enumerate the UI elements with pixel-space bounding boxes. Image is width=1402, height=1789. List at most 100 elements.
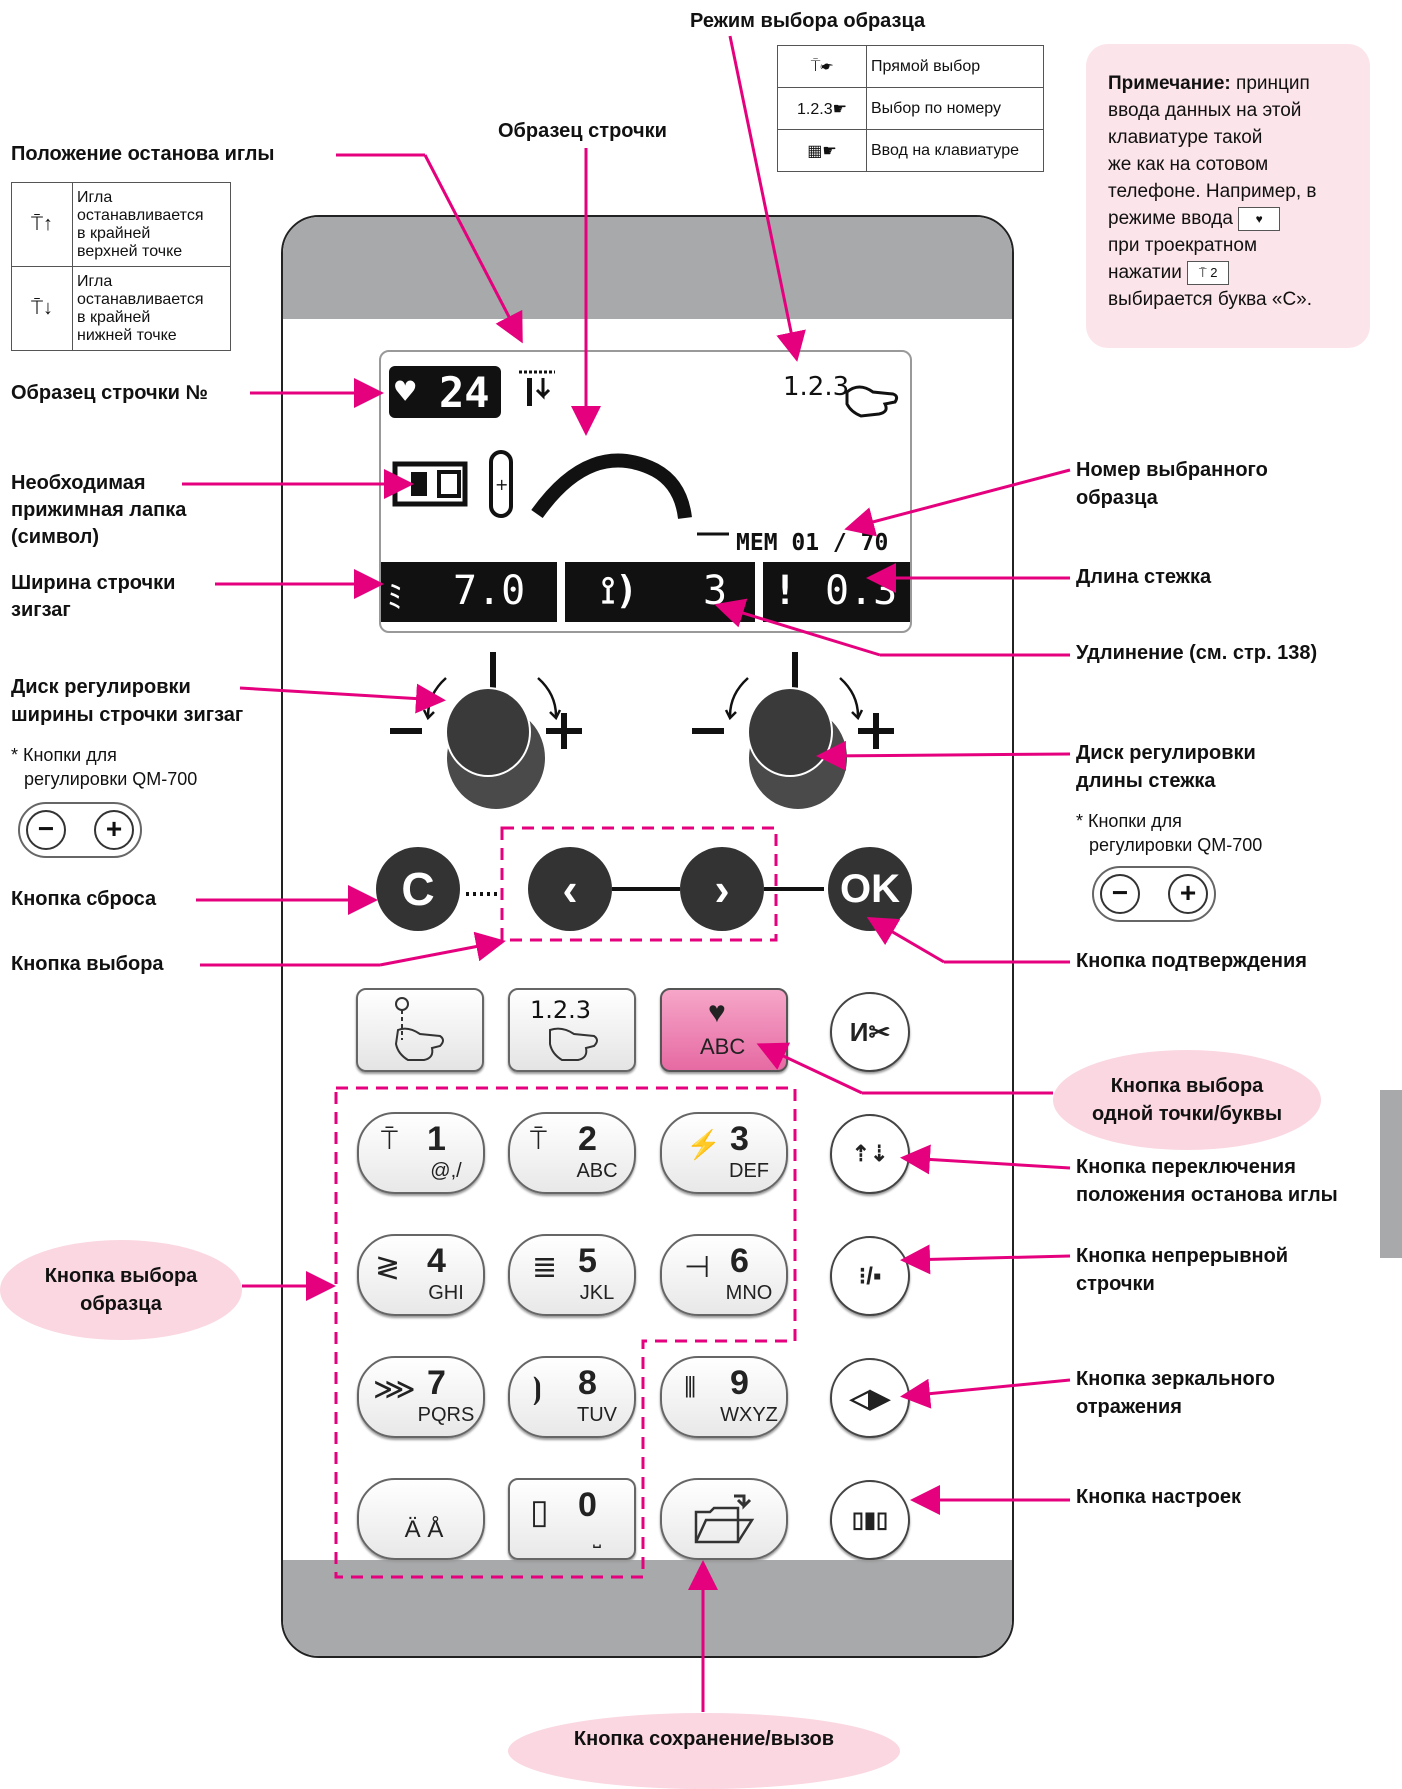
key-4-number: 4 [427, 1242, 446, 1280]
direct-select-button[interactable] [356, 988, 484, 1072]
note-line-0: принцип [1236, 73, 1310, 94]
note-line-7: нажатии [1108, 262, 1182, 283]
panel-top-band [283, 217, 1012, 319]
note-title: Примечание: [1108, 73, 1231, 94]
key-umlaut[interactable]: Ä Å [357, 1478, 485, 1560]
plus-button[interactable]: + [1168, 874, 1208, 914]
pattern-select-line-2: образца [80, 1293, 162, 1315]
qm-buttons-right: − + [1092, 866, 1216, 922]
plus-button[interactable]: + [94, 810, 134, 850]
key-3-letters: DEF [729, 1160, 769, 1182]
key-0[interactable]: ▯0⎵ [508, 1478, 636, 1560]
key-1-number: 1 [427, 1120, 446, 1158]
key-9-letters: WXYZ [720, 1404, 778, 1426]
key-0-number: 0 [578, 1486, 597, 1524]
key-6-icon: ⊣ [684, 1251, 711, 1284]
pattern-number: 24 [439, 368, 490, 417]
key-2-icon: ⍑ [530, 1124, 547, 1155]
mirror-label-1: Кнопка зеркального [1076, 1368, 1276, 1390]
qm-note-left-1: * Кнопки для [11, 745, 117, 765]
single-letter-line-1: Кнопка выбора [1110, 1075, 1264, 1097]
width-bar: ﾐ 7.0 [381, 562, 557, 622]
key-7-number: 7 [427, 1364, 446, 1402]
number-select-label: 1.2.3 [530, 996, 592, 1024]
single-letter-line-2: одной точки/буквы [1091, 1103, 1283, 1125]
width-value: 7.0 [453, 568, 526, 614]
continuous-label-2: строчки [1076, 1273, 1155, 1295]
key-8-letters: TUV [577, 1404, 617, 1426]
key-4-letters: GHI [428, 1282, 464, 1304]
keypad-mode-icon: ▦☛ [807, 142, 837, 160]
single-letter-bubble: Кнопка выбора одной точки/буквы [1053, 1050, 1321, 1150]
qm-buttons-left: − + [18, 802, 142, 858]
clear-button-label: Кнопка сброса [11, 888, 157, 910]
minus-button[interactable]: − [26, 810, 66, 850]
note-line-8: выбирается буква «С». [1108, 289, 1313, 310]
width-dial[interactable] [388, 648, 588, 823]
note-line-1: ввода данных на этой [1108, 100, 1302, 121]
save-recall-button[interactable] [660, 1478, 788, 1560]
needle-down-line-3: в крайней [77, 308, 151, 326]
continuous-label-1: Кнопка непрерывной [1076, 1245, 1289, 1267]
settings-button[interactable]: ▯▮▯ [830, 1480, 910, 1560]
next-button[interactable]: › [680, 847, 764, 931]
presser-foot-label-2: прижимная лапка [11, 499, 187, 521]
direct-select-icon [394, 997, 444, 1061]
settings-label: Кнопка настроек [1076, 1486, 1241, 1508]
needle-switch-label-1: Кнопка переключения [1076, 1156, 1296, 1178]
needle-up-line-4: верхней точке [77, 242, 183, 260]
folder-icon [694, 1494, 755, 1544]
continuous-stitch-button[interactable]: ⁝/▪ [830, 1236, 910, 1316]
chevron-left-icon: ‹ [562, 863, 578, 915]
key-umlaut-letters: Ä Å [404, 1516, 444, 1543]
note-line-3: же как на сотовом [1108, 154, 1269, 175]
needle-down-line-4: нижней точке [77, 326, 177, 344]
zigzag-width-label-2: зигзаг [11, 599, 71, 621]
stitch-length-label: Длина стежка [1076, 566, 1212, 588]
width-dial-label-2: ширины строчки зигзаг [11, 704, 244, 726]
hand-icon [845, 385, 899, 418]
stitch-pattern-label: Образец строчки [498, 120, 667, 142]
svg-text:+: + [495, 475, 508, 494]
mode-direct-label: Прямой выбор [866, 45, 1044, 88]
length-dial[interactable] [690, 648, 900, 823]
mode-table: ⍑☛Прямой выбор 1.2.3☛Выбор по номеру ▦☛В… [777, 45, 1044, 172]
key-7-icon: ⋙ [373, 1373, 416, 1406]
note-line-6: при троекратном [1108, 235, 1258, 256]
number-select-button[interactable]: 1.2.3 [508, 988, 636, 1072]
key-3-number: 3 [730, 1120, 749, 1158]
single-letter-label: ABC [700, 1034, 746, 1059]
mirror-button[interactable]: ◁▶ [830, 1358, 910, 1438]
clear-button[interactable]: C [376, 847, 460, 931]
key-5-letters: JKL [579, 1282, 615, 1304]
key-5-number: 5 [578, 1242, 597, 1280]
qm-note-right-1: * Кнопки для [1076, 811, 1182, 831]
length-dial-label-1: Диск регулировки [1076, 742, 1256, 764]
mode-number-indicator: 1.2.3 [783, 372, 850, 402]
minus-button[interactable]: − [1100, 874, 1140, 914]
stitch-length-icon: ! [773, 568, 798, 614]
zigzag-width-label-1: Ширина строчки [11, 572, 176, 594]
key-0-icon: ▯ [530, 1493, 549, 1531]
needle-stop-label: Положение останова иглы [11, 143, 275, 165]
lcd-screen: ♥ 24 1.2.3 + MEM 01 / 70 ﾐ 7.0 ⟟) 3 ! 0.… [379, 350, 912, 633]
qm-note-left-2: регулировки QM-700 [24, 769, 198, 789]
needle-switch-label-2: положения останова иглы [1076, 1184, 1338, 1206]
note-box: Примечание: принцип ввода данных на этой… [1086, 44, 1370, 348]
qm-note-right-2: регулировки QM-700 [1089, 835, 1263, 855]
side-tab [1380, 1090, 1402, 1258]
thread-cut-button[interactable]: И✂ [830, 992, 910, 1072]
needle-up-down-icon: ⇡⇣ [851, 1141, 889, 1166]
needle-table: ⍑↑ Игла останавливается в крайней верхне… [11, 182, 231, 351]
prev-button[interactable]: ‹ [528, 847, 612, 931]
needle-up-icon: ⍑↑ [31, 213, 53, 235]
key-1[interactable]: ⍑1@,/ [357, 1112, 485, 1194]
